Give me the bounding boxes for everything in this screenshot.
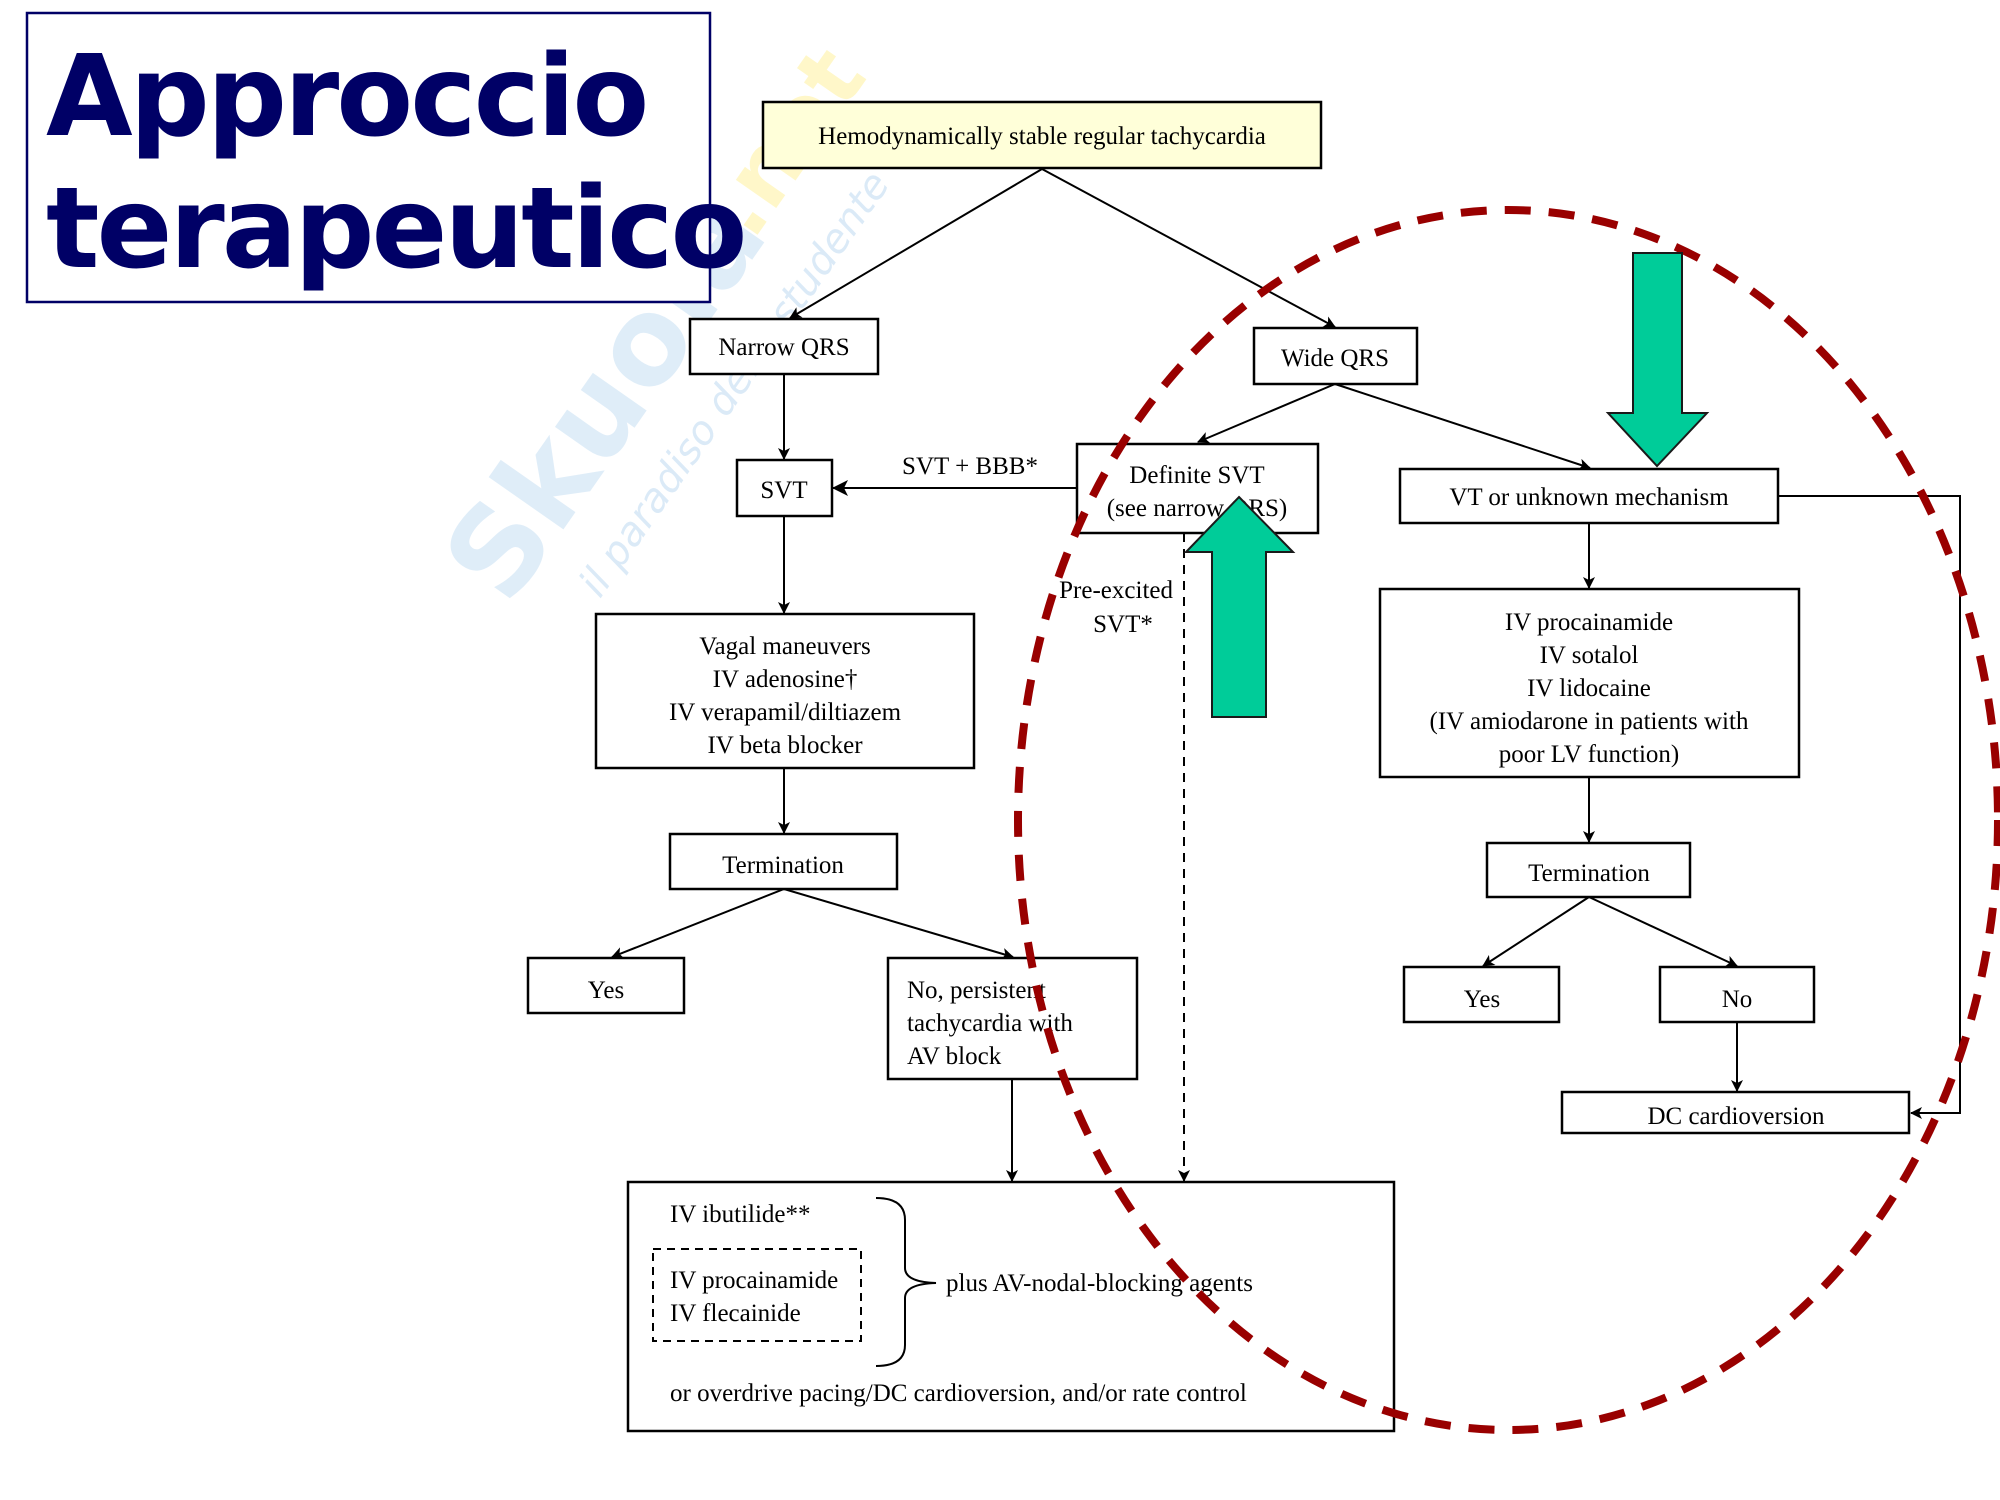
- therapy-line: (IV amiodarone in patients with: [1430, 708, 1749, 735]
- therapy-line: IV verapamil/diltiazem: [669, 699, 902, 726]
- dashed-group-box: [652, 1248, 862, 1342]
- arrow-vt-to-dc: [1778, 495, 1961, 1119]
- node-yes-left-label: Yes: [588, 977, 624, 1004]
- node-wide-therapy: IV procainamide IV sotalol IV lidocaine …: [1378, 587, 1801, 779]
- curly-brace-icon: [875, 1197, 937, 1367]
- title-line-1: Approccio: [46, 32, 646, 162]
- arrow-termination-to-yes-right: [1482, 896, 1590, 967]
- node-root-label: Hemodynamically stable regular tachycard…: [818, 123, 1266, 150]
- node-no-left-line: AV block: [907, 1043, 1002, 1070]
- therapy-line: IV procainamide: [1505, 609, 1673, 636]
- node-definite-svt: Definite SVT (see narrow QRS): [1075, 442, 1320, 535]
- node-no-left: No, persistent tachycardia with AV block: [886, 956, 1139, 1081]
- final-flecainide: IV flecainide: [670, 1300, 801, 1327]
- green-down-arrow-icon: [1605, 252, 1710, 468]
- therapy-line: Vagal maneuvers: [699, 633, 870, 660]
- node-vt-unknown: VT or unknown mechanism: [1398, 467, 1780, 525]
- final-ibutilide: IV ibutilide**: [670, 1201, 811, 1228]
- final-alternative: or overdrive pacing/DC cardioversion, an…: [670, 1380, 1247, 1407]
- arrow-termination-to-no-right: [1588, 896, 1738, 967]
- arrow-wide-to-definite: [1197, 383, 1336, 444]
- therapy-line: IV beta blocker: [707, 732, 863, 759]
- title-box: [25, 11, 712, 304]
- node-root: Hemodynamically stable regular tachycard…: [761, 100, 1323, 170]
- node-no-right: No: [1658, 965, 1816, 1024]
- node-yes-right: Yes: [1402, 965, 1561, 1024]
- title-line-2: terapeutico: [46, 164, 744, 294]
- node-wide-qrs-label: Wide QRS: [1281, 345, 1389, 372]
- node-yes-right-label: Yes: [1464, 986, 1500, 1013]
- node-dc-cardioversion-label: DC cardioversion: [1647, 1103, 1825, 1130]
- node-vt-unknown-label: VT or unknown mechanism: [1449, 484, 1729, 511]
- node-termination-left: Termination: [668, 832, 899, 891]
- final-plus-agents: plus AV-nodal-blocking agents: [946, 1270, 1253, 1297]
- node-svt-label: SVT: [760, 477, 807, 504]
- node-wide-qrs: Wide QRS: [1252, 326, 1419, 386]
- arrow-root-to-wide: [1041, 168, 1336, 328]
- slide-title: Approccio terapeutico: [25, 11, 747, 304]
- node-dc-cardioversion: DC cardioversion: [1560, 1090, 1911, 1135]
- highlight-oval: [1014, 206, 2000, 1434]
- node-final-therapy: IV ibutilide** IV procainamide IV flecai…: [626, 1180, 1396, 1433]
- node-termination-right: Termination: [1485, 841, 1692, 899]
- edge-label-preexcited-2: SVT*: [1093, 611, 1153, 638]
- arrow-root-to-narrow: [789, 168, 1043, 319]
- arrow-wide-to-vt: [1334, 383, 1591, 471]
- node-definite-svt-line1: Definite SVT: [1129, 462, 1264, 489]
- node-narrow-therapy: Vagal maneuvers IV adenosine† IV verapam…: [594, 612, 976, 770]
- arrow-termination-to-yes: [611, 888, 785, 959]
- final-procainamide: IV procainamide: [670, 1267, 838, 1294]
- edge-label-preexcited-1: Pre-excited: [1059, 577, 1173, 604]
- node-svt: SVT: [735, 458, 834, 518]
- node-termination-right-label: Termination: [1528, 860, 1650, 887]
- edge-label-svt-bbb: SVT + BBB*: [902, 453, 1038, 480]
- therapy-line: poor LV function): [1499, 741, 1680, 768]
- therapy-line: IV adenosine†: [713, 666, 858, 693]
- node-narrow-qrs: Narrow QRS: [688, 317, 880, 376]
- therapy-line: IV sotalol: [1540, 642, 1639, 669]
- therapy-line: IV lidocaine: [1527, 675, 1651, 702]
- node-yes-left: Yes: [526, 956, 686, 1015]
- connectors: [611, 168, 1961, 1182]
- node-no-left-line: No, persistent: [907, 977, 1046, 1004]
- arrow-termination-to-no: [783, 888, 1014, 960]
- green-up-arrow-icon: [1183, 495, 1296, 718]
- node-narrow-qrs-label: Narrow QRS: [718, 334, 849, 361]
- node-no-right-label: No: [1722, 986, 1753, 1013]
- node-termination-left-label: Termination: [722, 852, 844, 879]
